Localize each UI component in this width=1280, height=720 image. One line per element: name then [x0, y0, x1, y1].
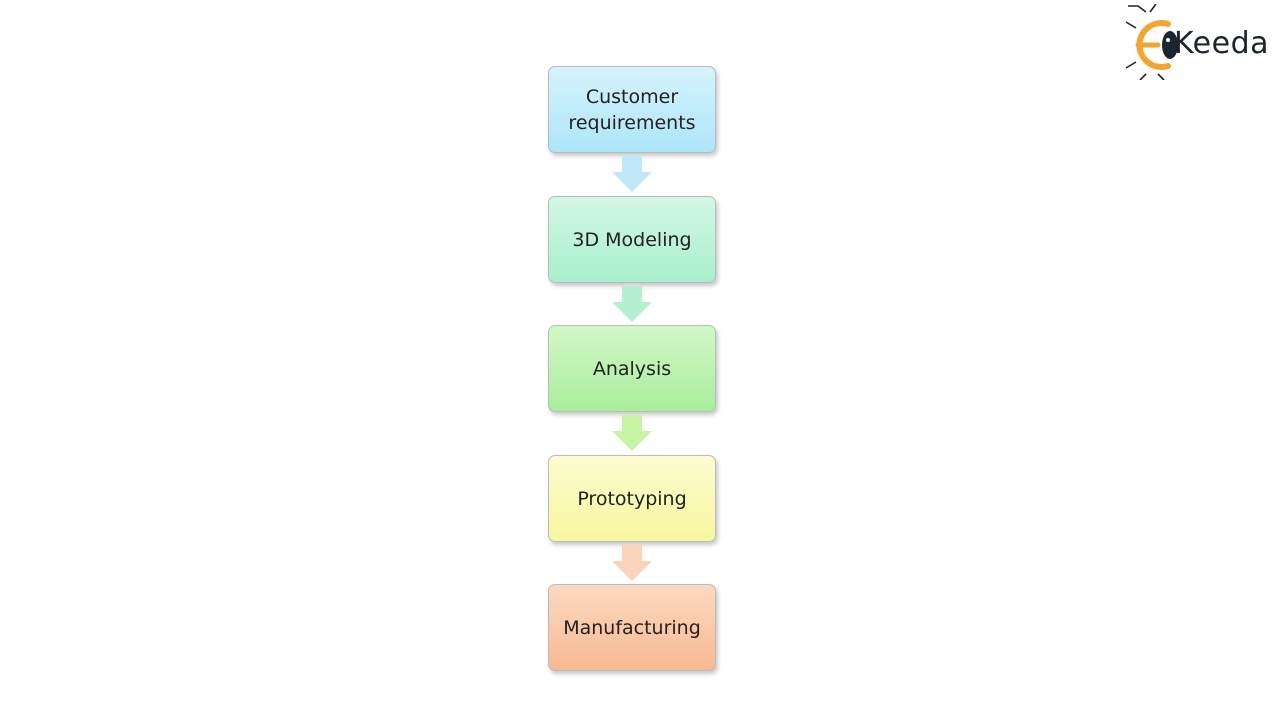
step-label: Manufacturing	[563, 616, 701, 639]
ekeeda-bug-icon	[1125, 4, 1178, 80]
ekeeda-logo: Keeda	[1124, 4, 1274, 80]
step-3d-modeling: 3D Modeling	[548, 196, 716, 283]
step-customer-requirements: Customer requirements	[548, 66, 716, 153]
step-analysis: Analysis	[548, 325, 716, 412]
step-label: 3D Modeling	[572, 228, 692, 251]
step-label: Prototyping	[577, 487, 687, 510]
logo-text: Keeda	[1174, 26, 1270, 61]
down-arrow-1	[612, 156, 652, 192]
step-label: Analysis	[592, 357, 672, 380]
down-arrow-2	[612, 286, 652, 322]
step-label-line2: requirements	[568, 111, 696, 134]
step-prototyping: Prototyping	[548, 455, 716, 542]
down-arrow-4	[612, 545, 652, 581]
down-arrow-3	[612, 415, 652, 451]
step-manufacturing: Manufacturing	[548, 584, 716, 671]
step-label-line1: Customer	[585, 85, 679, 108]
